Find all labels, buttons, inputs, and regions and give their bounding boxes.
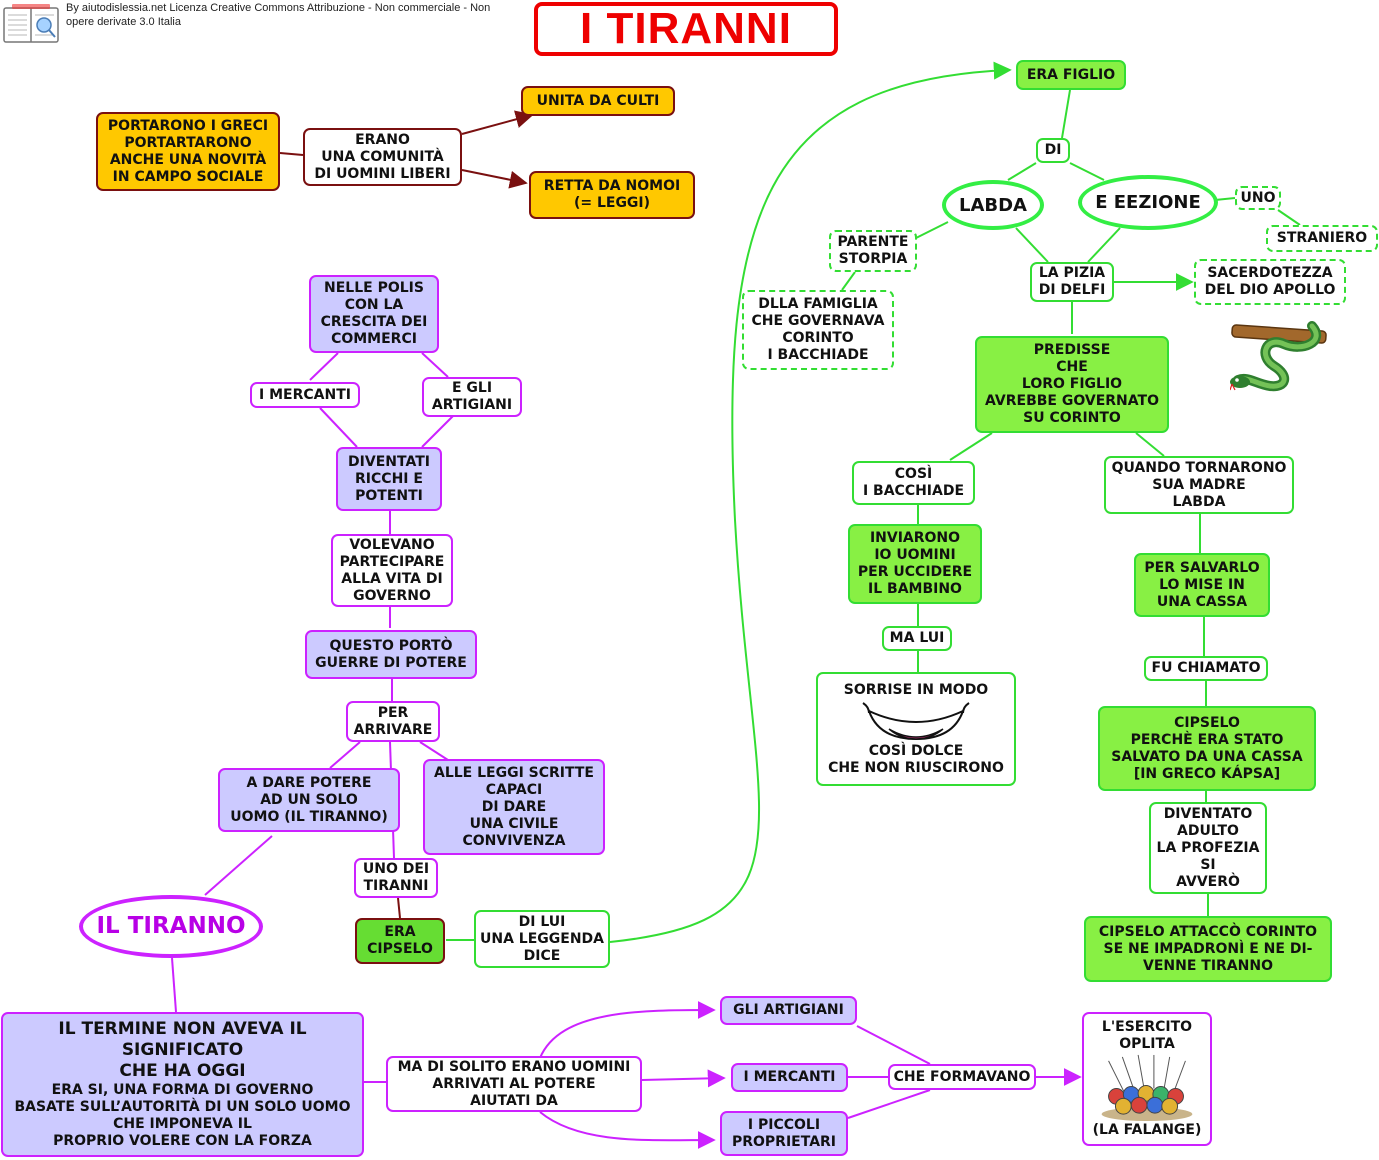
node-dlla-famiglia: DLLA FAMIGLIA CHE GOVERNAVA CORINTO I BA… xyxy=(742,290,894,370)
node-labda: LABDA xyxy=(942,180,1044,230)
node-alle-leggi-scritte: ALLE LEGGI SCRITTE CAPACI DI DARE UNA CI… xyxy=(423,759,605,855)
page-title: I TIRANNI xyxy=(534,2,838,56)
hoplite-phalanx-icon xyxy=(1101,1054,1193,1122)
node-esercito-oplita: L'ESERCITO OPLITA (LA FALANGE) xyxy=(1082,1012,1212,1146)
smiling-mouth-icon xyxy=(862,701,970,740)
node-inviarono: INVIARONO IO UOMINI PER UCCIDERE IL BAMB… xyxy=(848,524,982,604)
node-fu-chiamato: FU CHIAMATO xyxy=(1144,656,1268,681)
node-era-figlio: ERA FIGLIO xyxy=(1016,60,1126,90)
node-i-mercanti-2: I MERCANTI xyxy=(731,1063,848,1092)
falange-label: (LA FALANGE) xyxy=(1092,1122,1202,1138)
node-erano: ERANO UNA COMUNITÀ DI UOMINI LIBERI xyxy=(303,128,462,186)
node-di-lui-una-leggenda: DI LUI UNA LEGGENDA DICE xyxy=(474,910,610,968)
termine-body: ERA SI, UNA FORMA DI GOVERNO BASATE SULL… xyxy=(14,1082,351,1149)
termine-heading: IL TERMINE NON AVEVA IL SIGNIFICATO CHE … xyxy=(58,1019,307,1081)
node-predisse: PREDISSE CHE LORO FIGLIO AVREBBE GOVERNA… xyxy=(975,336,1169,433)
node-uno-dei-tiranni: UNO DEI TIRANNI xyxy=(354,858,438,898)
sorrise-text-1: SORRISE IN MODO xyxy=(843,681,989,698)
node-cipselo-attacco: CIPSELO ATTACCÒ CORINTO SE NE IMPADRONÌ … xyxy=(1084,916,1332,982)
node-uno: UNO xyxy=(1235,186,1281,210)
node-il-termine: IL TERMINE NON AVEVA IL SIGNIFICATO CHE … xyxy=(1,1012,364,1157)
node-volevano: VOLEVANO PARTECIPARE ALLA VITA DI GOVERN… xyxy=(331,534,453,607)
node-il-tiranno: IL TIRANNO xyxy=(79,895,263,958)
node-ma-lui: MA LUI xyxy=(882,626,952,651)
node-gli-artigiani-2: GLI ARTIGIANI xyxy=(720,996,857,1025)
node-diventati: DIVENTATI RICCHI E POTENTI xyxy=(336,447,442,511)
node-i-mercanti-1: I MERCANTI xyxy=(250,382,360,408)
node-che-formavano: CHE FORMAVANO xyxy=(888,1064,1036,1090)
node-per-salvarlo: PER SALVARLO LO MISE IN UNA CASSA xyxy=(1134,553,1270,617)
node-retta-da-nomoi: RETTA DA NOMOI (= LEGGI) xyxy=(529,171,695,219)
node-diventato-adulto: DIVENTATO ADULTO LA PROFEZIA SI AVVERÒ xyxy=(1149,802,1267,894)
node-sacerdotezza: SACERDOTEZZA DEL DIO APOLLO xyxy=(1194,259,1346,305)
node-sorrise: SORRISE IN MODO COSÌ DOLCE CHE NON RIUSC… xyxy=(816,672,1016,786)
node-per-arrivare: PER ARRIVARE xyxy=(346,701,440,742)
node-di: DI xyxy=(1036,138,1070,163)
node-portarono: PORTARONO I GRECI PORTARTARONO ANCHE UNA… xyxy=(96,112,280,191)
node-cipselo: CIPSELO PERCHÈ ERA STATO SALVATO DA UNA … xyxy=(1098,706,1316,791)
node-era-cipselo: ERA CIPSELO xyxy=(355,918,445,964)
node-la-pizia-di-delfi: LA PIZIA DI DELFI xyxy=(1030,262,1114,302)
node-a-dare-potere: A DARE POTERE AD UN SOLO UOMO (IL TIRANN… xyxy=(218,768,400,832)
node-e-gli-artigiani: E GLI ARTIGIANI xyxy=(422,377,522,417)
snake-on-branch-icon xyxy=(1230,321,1327,392)
license-text: By aiutodislessia.net Licenza Creative C… xyxy=(66,2,491,28)
node-questo-porto: QUESTO PORTÒ GUERRE DI POTERE xyxy=(305,630,477,679)
node-quando-tornarono: QUANDO TORNARONO SUA MADRE LABDA xyxy=(1104,456,1294,514)
node-cosi-bacchiade: COSÌ I BACCHIADE xyxy=(852,461,975,505)
node-e-eezione: E EEZIONE xyxy=(1078,175,1218,230)
book-logo-icon xyxy=(3,4,59,43)
node-unita-da-culti: UNITA DA CULTI xyxy=(521,86,675,116)
node-ma-di-solito: MA DI SOLITO ERANO UOMINI ARRIVATI AL PO… xyxy=(386,1056,642,1112)
node-straniero: STRANIERO xyxy=(1266,225,1378,252)
node-parente-storpia: PARENTE STORPIA xyxy=(829,230,917,272)
node-i-piccoli-proprietari: I PICCOLI PROPRIETARI xyxy=(720,1111,848,1156)
sorrise-text-2: COSÌ DOLCE CHE NON RIUSCIRONO xyxy=(828,742,1004,776)
node-nelle-polis: NELLE POLIS CON LA CRESCITA DEI COMMERCI xyxy=(309,275,439,353)
esercito-label: L'ESERCITO OPLITA xyxy=(1101,1019,1193,1052)
